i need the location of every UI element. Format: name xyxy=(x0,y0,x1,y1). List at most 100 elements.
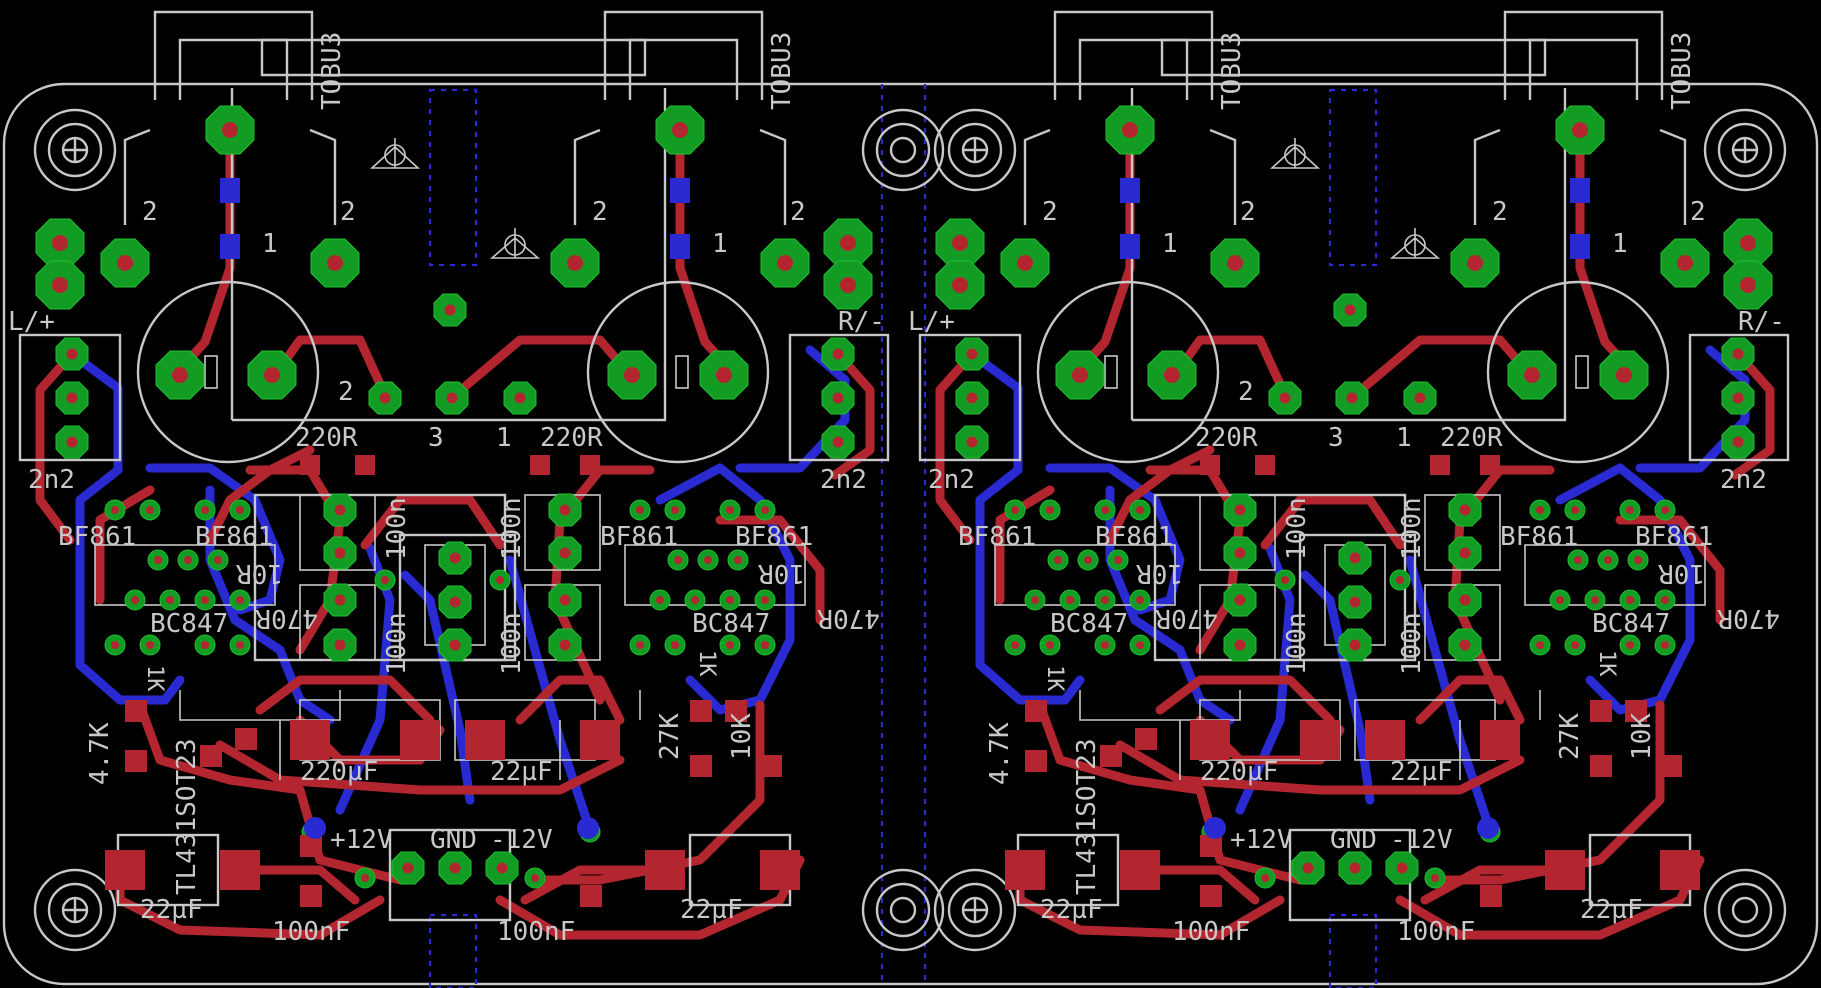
fet-label: BF861 xyxy=(195,522,273,552)
tube-pin-label: 1 xyxy=(1162,229,1178,259)
tube-label: TOBU3 xyxy=(767,32,797,110)
ic-label: TL431SOT23 xyxy=(1072,738,1102,895)
labels-left-channel: TOBU3 TOBU3 2 2 1 2 2 1 L/+ R/- 2 3 1 22… xyxy=(8,32,885,947)
pot-pin-label: 1 xyxy=(496,423,512,453)
resistor-label: 1K xyxy=(1042,665,1067,692)
tube-label: TOBU3 xyxy=(1667,32,1697,110)
tube-pin-label: 2 xyxy=(592,197,608,227)
resistor-label: 27K xyxy=(655,713,685,760)
cap-label: 100n xyxy=(382,612,412,675)
transistor-label: BC847 xyxy=(1050,609,1128,639)
cap-label: 100n xyxy=(1282,497,1312,560)
transistor-label: BC847 xyxy=(150,609,228,639)
tube-pin-label: 2 xyxy=(1690,197,1706,227)
cap-label: 100n xyxy=(1397,497,1427,560)
pot-pin-label: 1 xyxy=(1396,423,1412,453)
cap-label: 2n2 xyxy=(928,465,975,495)
tube-pin-label: 2 xyxy=(790,197,806,227)
tube-label: TOBU3 xyxy=(317,32,347,110)
power-label: +12V xyxy=(330,825,393,855)
cap-label: 2n2 xyxy=(820,465,867,495)
cap-label: 2n2 xyxy=(28,465,75,495)
fet-label: BF861 xyxy=(58,522,136,552)
cap-label: 100n xyxy=(497,497,527,560)
resistor-label: 10K xyxy=(727,713,757,760)
cap-label: 220µF xyxy=(1200,757,1278,787)
pot-pin-label: 2 xyxy=(338,377,354,407)
resistor-label: 470R xyxy=(1717,603,1780,633)
resistor-label: 220R xyxy=(1195,423,1258,453)
tube-pin-label: 2 xyxy=(1240,197,1256,227)
power-label: GND xyxy=(1330,825,1377,855)
mount-hole-right-top xyxy=(1703,108,1787,192)
cap-label: 100nF xyxy=(1172,917,1250,947)
resistor-label: 1K xyxy=(694,650,719,677)
tube-pin-label: 1 xyxy=(262,229,278,259)
pot-pin-label: 3 xyxy=(428,423,444,453)
cap-label: 22µF xyxy=(140,895,203,925)
resistor-label: 10K xyxy=(1627,713,1657,760)
fet-label: BF861 xyxy=(1500,522,1578,552)
fet-label: BF861 xyxy=(1635,522,1713,552)
resistor-label: 220R xyxy=(295,423,358,453)
cap-label: 100n xyxy=(1397,612,1427,675)
resistor-label: 1K xyxy=(1594,650,1619,677)
resistor-label: 1K xyxy=(142,665,167,692)
cap-label: 22µF xyxy=(490,757,553,787)
power-label: -12V xyxy=(1390,825,1453,855)
mount-hole-center-bottom xyxy=(861,868,945,952)
tube-pin-label: 2 xyxy=(340,197,356,227)
pot-pin-label: 3 xyxy=(1328,423,1344,453)
cap-label: 22µF xyxy=(1580,895,1643,925)
resistor-label: 4.7K xyxy=(85,722,115,785)
cap-label: 100nF xyxy=(272,917,350,947)
transistor-label: BC847 xyxy=(692,609,770,639)
labels-right-channel: TOBU3 TOBU3 2 2 1 2 2 1 L/+ R/- 2 3 1 22… xyxy=(908,32,1785,947)
resistor-label: 470R xyxy=(817,603,880,633)
cap-label: 22µF xyxy=(1040,895,1103,925)
cap-label: 22µF xyxy=(1390,757,1453,787)
fet-label: BF861 xyxy=(735,522,813,552)
mount-hole-center-top xyxy=(861,108,945,192)
tube-pin-label: 2 xyxy=(142,197,158,227)
resistor-label: 470R xyxy=(255,603,318,633)
cap-label: 100n xyxy=(497,612,527,675)
pot-pin-label: 2 xyxy=(1238,377,1254,407)
board-outline xyxy=(2,82,1819,986)
tube-pin-label: 1 xyxy=(712,229,728,259)
fet-label: BF861 xyxy=(958,522,1036,552)
fet-label: BF861 xyxy=(600,522,678,552)
resistor-label: 10R xyxy=(236,558,283,588)
mount-hole-right-bottom xyxy=(1703,868,1787,952)
tube-pin-label: 1 xyxy=(1612,229,1628,259)
tube-label: TOBU3 xyxy=(1217,32,1247,110)
resistor-label: 27K xyxy=(1555,713,1585,760)
connector-out-label: R/- xyxy=(838,307,885,337)
cap-label: 100n xyxy=(1282,612,1312,675)
resistor-label: 10R xyxy=(1136,558,1183,588)
tube-pin-label: 2 xyxy=(1042,197,1058,227)
cap-label: 22µF xyxy=(680,895,743,925)
connector-in-label: L/+ xyxy=(908,307,955,337)
cap-label: 100nF xyxy=(1397,917,1475,947)
tube-pin-label: 2 xyxy=(1492,197,1508,227)
ic-label: TL431SOT23 xyxy=(172,738,202,895)
power-label: +12V xyxy=(1230,825,1293,855)
power-label: -12V xyxy=(490,825,553,855)
resistor-label: 4.7K xyxy=(985,722,1015,785)
resistor-label: 470R xyxy=(1155,603,1218,633)
resistor-label: 10R xyxy=(758,558,805,588)
connector-out-label: R/- xyxy=(1738,307,1785,337)
power-label: GND xyxy=(430,825,477,855)
resistor-label: 220R xyxy=(540,423,603,453)
resistor-label: 10R xyxy=(1658,558,1705,588)
resistor-label: 220R xyxy=(1440,423,1503,453)
connector-in-label: L/+ xyxy=(8,307,55,337)
cap-label: 220µF xyxy=(300,757,378,787)
cap-label: 100n xyxy=(382,497,412,560)
cap-label: 100nF xyxy=(497,917,575,947)
transistor-label: BC847 xyxy=(1592,609,1670,639)
fet-label: BF861 xyxy=(1095,522,1173,552)
cap-label: 2n2 xyxy=(1720,465,1767,495)
